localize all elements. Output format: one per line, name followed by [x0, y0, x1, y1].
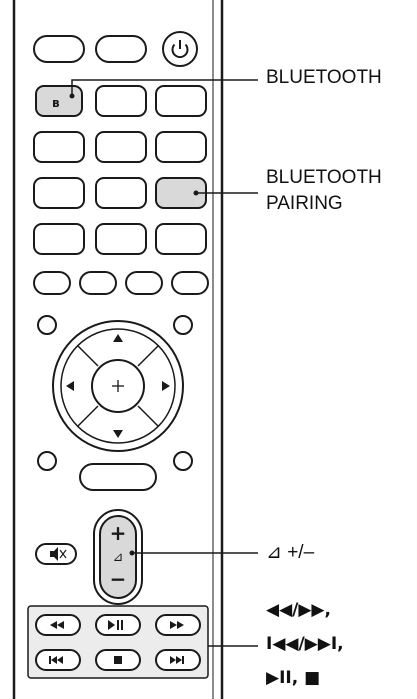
center-pill-button[interactable] — [79, 463, 157, 491]
round-button-top-right[interactable] — [173, 315, 193, 335]
small-button-1[interactable] — [33, 271, 71, 295]
button-r5-1[interactable] — [33, 223, 85, 255]
play-pause-icon — [108, 620, 123, 630]
bluetooth-pairing-callout-line1: BLUETOOTH — [266, 167, 382, 188]
volume-leader-dot — [129, 550, 135, 556]
rewind-icon — [50, 621, 64, 629]
media-callout-line1: ◀◀/▶▶, — [266, 600, 331, 620]
media-callout-line2: I◀◀/▶▶I, — [266, 634, 344, 654]
previous-icon — [49, 656, 63, 664]
small-button-4[interactable] — [171, 271, 209, 295]
bluetooth-button[interactable] — [35, 85, 83, 117]
round-button-top-left[interactable] — [37, 315, 57, 335]
button-r3-3[interactable] — [155, 131, 207, 163]
dpad-left-icon[interactable] — [66, 381, 74, 391]
bluetooth-glyph: ʙ — [52, 96, 60, 110]
bluetooth-callout: BLUETOOTH — [266, 67, 382, 88]
bluetooth-leader-dot — [69, 93, 75, 99]
volume-minus-label: − — [110, 567, 127, 591]
button-r5-3[interactable] — [155, 223, 207, 255]
button-r4-1[interactable] — [33, 177, 85, 209]
round-button-bottom-left[interactable] — [37, 451, 57, 471]
dpad-down-icon[interactable] — [113, 430, 123, 438]
button-r2-3[interactable] — [155, 85, 207, 117]
button-r5-2[interactable] — [95, 223, 147, 255]
top-button-1[interactable] — [33, 35, 85, 63]
button-r3-2[interactable] — [95, 131, 147, 163]
volume-callout: ⊿ +/– — [266, 542, 315, 563]
leader-lines — [71, 79, 258, 647]
dpad-right-icon[interactable] — [162, 381, 170, 391]
button-r3-1[interactable] — [33, 131, 85, 163]
media-callout-line3: ▶II, ■ — [266, 668, 321, 688]
stop-icon — [114, 656, 122, 664]
bluetooth-pairing-callout-line2: PAIRING — [266, 193, 343, 214]
small-button-2[interactable] — [79, 271, 117, 295]
pairing-leader-dot — [193, 190, 199, 196]
small-button-3[interactable] — [125, 271, 163, 295]
center-crosshair-icon — [112, 380, 124, 392]
top-button-2[interactable] — [95, 35, 147, 63]
fast-forward-icon — [170, 621, 184, 629]
volume-symbol: ⊿ — [113, 550, 124, 565]
volume-plus-label: + — [110, 521, 127, 545]
dpad-up-icon[interactable] — [113, 334, 123, 342]
power-icon — [171, 40, 189, 59]
button-r2-2[interactable] — [95, 85, 147, 117]
bluetooth-leader-line — [71, 79, 258, 96]
volume-rocker[interactable] — [99, 515, 137, 599]
round-button-bottom-right[interactable] — [173, 451, 193, 471]
navigation-pad — [52, 320, 184, 452]
next-icon — [170, 656, 184, 664]
button-r4-2[interactable] — [95, 177, 147, 209]
mute-icon — [50, 547, 67, 561]
